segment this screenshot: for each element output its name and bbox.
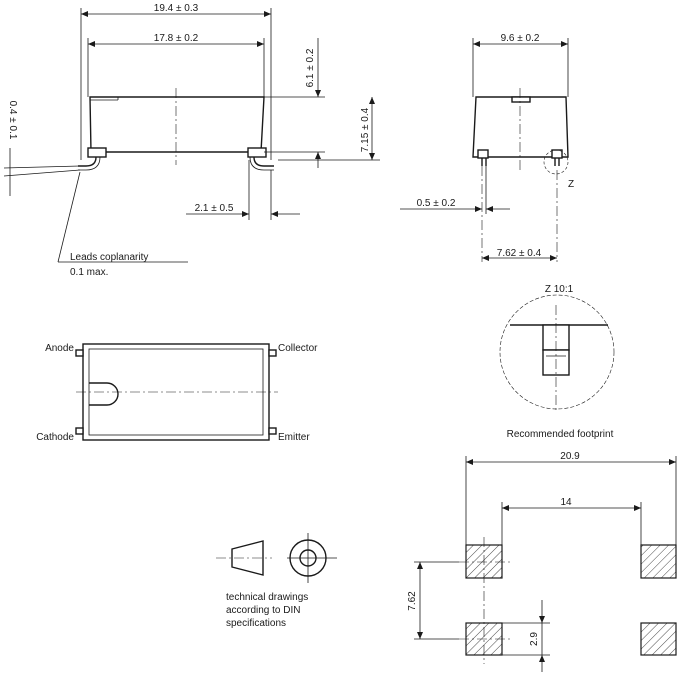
pad-bottom-right [640, 622, 677, 656]
footprint-title: Recommended footprint [507, 429, 614, 440]
lead-right [253, 156, 274, 167]
pad-size-label: 2.9 [529, 632, 540, 646]
recommended-footprint: Recommended footprint 20.9 14 7.62 2.9 [407, 429, 677, 672]
overall-length-label: 19.4 ± 0.3 [154, 3, 199, 14]
din-note-line2: according to DIN [226, 605, 300, 616]
detail-z-view: Z 10:1 [499, 284, 615, 412]
projection-cone [231, 540, 264, 576]
lead-pitch-label: 7.62 ± 0.4 [497, 248, 542, 259]
package-body-end [472, 96, 569, 158]
projection-circle-outer [289, 539, 327, 577]
footprint-span-label: 20.9 [560, 451, 580, 462]
diode-notch [89, 382, 119, 406]
detail-view-title: Z 10:1 [545, 284, 574, 295]
lead-width-label: 0.5 ± 0.2 [417, 198, 456, 209]
detail-z-circle [543, 149, 569, 175]
total-height-label: 7.15 ± 0.4 [360, 107, 371, 152]
lead-left [78, 156, 97, 167]
pin-emitter-label: Emitter [278, 432, 310, 443]
pad-top-right [640, 544, 677, 579]
din-note-line3: specifications [226, 618, 286, 629]
coplanarity-note-line2: 0.1 max. [70, 267, 108, 278]
lead-thickness-label: 0.4 ± 0.1 [7, 101, 18, 140]
pin-collector-label: Collector [278, 343, 318, 354]
din-note-line1: technical drawings [226, 592, 308, 603]
coplanarity-note-line1: Leads coplanarity [70, 252, 148, 263]
body-length-label: 17.8 ± 0.2 [154, 33, 199, 44]
detail-z-label: Z [568, 179, 574, 190]
footprint-pitch-label: 7.62 [407, 591, 418, 611]
projection-circle-inner [299, 549, 317, 567]
body-width-label: 9.6 ± 0.2 [501, 33, 540, 44]
package-body-side [89, 96, 265, 153]
top-view-pinout: Anode Cathode Collector Emitter [36, 343, 318, 443]
lead-foot-label: 2.1 ± 0.5 [195, 203, 234, 214]
end-view: 9.6 ± 0.2 Z 0.5 ± 0.2 7.62 ± 0.4 [400, 33, 574, 262]
side-view: 19.4 ± 0.3 17.8 ± 0.2 0.4 ± 0.1 Leads co… [3, 3, 380, 278]
pin-cathode-label: Cathode [36, 432, 74, 443]
body-height-label: 6.1 ± 0.2 [305, 48, 316, 87]
footprint-inner-label: 14 [560, 497, 572, 508]
din-projection-symbol: technical drawings according to DIN spec… [216, 533, 337, 629]
pin-anode-label: Anode [45, 343, 74, 354]
detail-view-circle [499, 294, 615, 410]
